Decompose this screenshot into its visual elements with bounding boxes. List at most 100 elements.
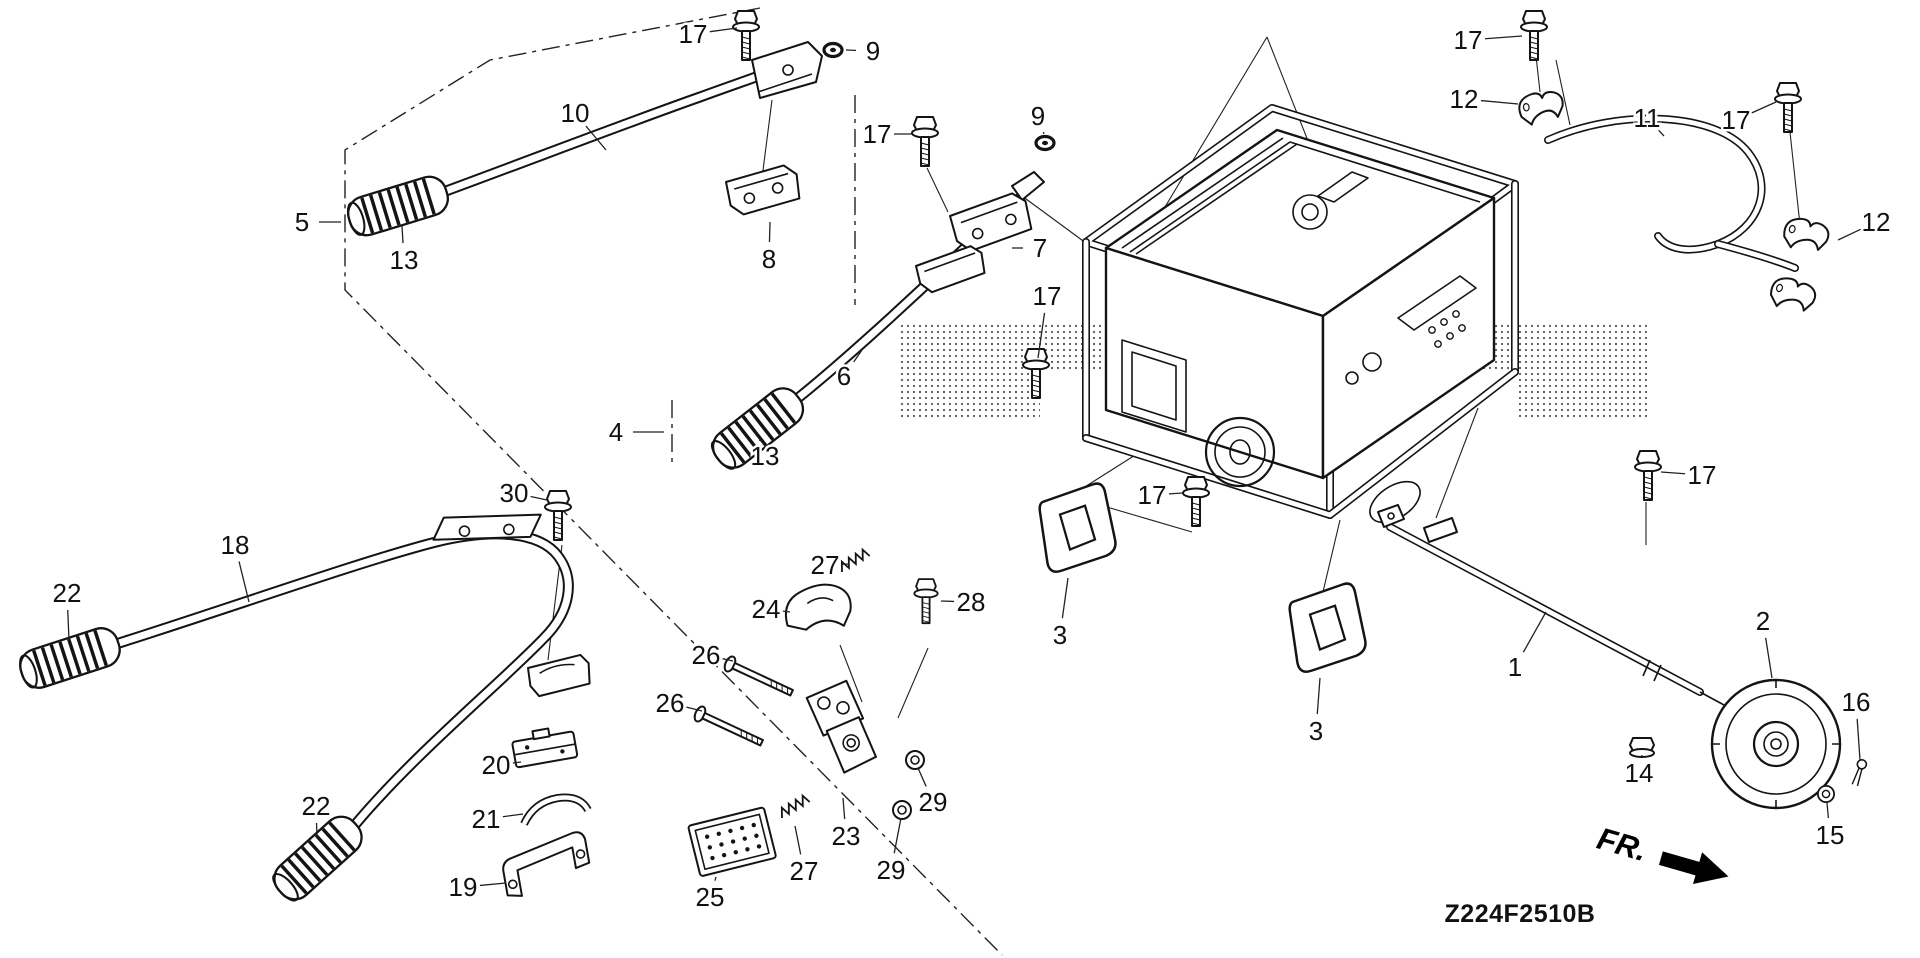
flange-nut (1629, 737, 1655, 758)
callout-label-1: 1 (1508, 652, 1522, 682)
callout-label-10: 10 (561, 98, 590, 128)
callout-label-17: 17 (1688, 460, 1717, 490)
callout-label-17: 17 (1454, 25, 1483, 55)
flange-bolt (1182, 476, 1210, 527)
spring (776, 793, 811, 819)
grommet (822, 41, 844, 59)
spring (836, 547, 871, 573)
handle-assembly-lower (14, 490, 592, 909)
callout-label-17: 17 (679, 19, 708, 49)
handle-grip (265, 807, 371, 909)
callout-leader (782, 610, 791, 613)
callout-label-30: 30 (500, 478, 529, 508)
callout-label-21: 21 (472, 804, 501, 834)
callout-label-27: 27 (811, 550, 840, 580)
callout-leader (768, 221, 771, 243)
callout-label-29: 29 (877, 855, 906, 885)
callout-leader (714, 876, 717, 881)
machine-screw (691, 703, 767, 751)
callout-label-25: 25 (696, 882, 725, 912)
callout-label-3: 3 (1309, 716, 1323, 746)
callout-label-26: 26 (656, 688, 685, 718)
handle-end-bracket (751, 41, 823, 99)
handle-grip (14, 622, 126, 694)
axle-end-tab (1377, 504, 1405, 528)
grommet (1034, 134, 1056, 152)
axle-bracket (1423, 517, 1458, 543)
callout-leader (842, 797, 846, 820)
pivot-bracket (527, 653, 591, 698)
callout-leader (585, 125, 607, 151)
callout-leader (1660, 471, 1686, 475)
flange-bolt (911, 116, 939, 167)
callout-leader (1658, 129, 1665, 137)
callout-label-13: 13 (390, 245, 419, 275)
flange-bolt (732, 10, 760, 61)
callout-leader (794, 825, 802, 855)
callout-leader (512, 761, 522, 764)
generator-side-face (1321, 196, 1496, 480)
callout-label-14: 14 (1625, 758, 1654, 788)
muffler (1369, 480, 1421, 524)
rear-pipe-assembly (1516, 10, 1832, 318)
callout-leader (1037, 312, 1046, 359)
linkage-parts (687, 547, 939, 877)
callout-label-9: 9 (1031, 101, 1045, 131)
feet-and-bolts (1038, 450, 1662, 673)
callout-label-3: 3 (1053, 620, 1067, 650)
front-arrow-icon (1658, 851, 1729, 884)
handle-under-bracket (502, 831, 591, 897)
callout-leader (1765, 637, 1773, 679)
callout-label-15: 15 (1816, 820, 1845, 850)
bracket-plate (915, 245, 986, 294)
callout-leader (67, 609, 70, 641)
callout-leader (1042, 131, 1045, 135)
engine-cover (1204, 416, 1276, 488)
fuel-filler-slot (1317, 171, 1369, 203)
handle-setting-bracket (725, 164, 801, 216)
callout-label-12: 12 (1450, 84, 1479, 114)
callout-label-22: 22 (53, 578, 82, 608)
callout-leader (1316, 677, 1321, 715)
flange-bolt (1774, 82, 1802, 133)
callout-leader (722, 658, 734, 662)
rubber-foot (1288, 582, 1367, 673)
callout-leader (479, 882, 507, 887)
callout-leader (401, 225, 404, 244)
callout-leader (1856, 718, 1861, 761)
callout-label-19: 19 (449, 872, 478, 902)
handle-assembly-upper (342, 10, 844, 242)
cotter-pin (1849, 757, 1869, 788)
handle-end-flat (1011, 171, 1045, 201)
fuel-cap (1292, 194, 1328, 230)
callout-label-17: 17 (1033, 281, 1062, 311)
callout-leader (853, 349, 863, 363)
flange-bolt (1634, 450, 1662, 501)
outlet (1362, 352, 1382, 372)
handle-grip (342, 170, 454, 242)
callout-leader (709, 27, 738, 33)
callout-label-26: 26 (692, 640, 721, 670)
callout-label-6: 6 (837, 361, 851, 391)
pipe-clamp (1779, 214, 1832, 257)
flange-bolt (544, 490, 572, 541)
callout-leader (1522, 611, 1547, 653)
callout-leader (893, 817, 902, 854)
lever-bracket (805, 679, 877, 774)
callout-label-9: 9 (866, 36, 880, 66)
callout-label-23: 23 (832, 821, 861, 851)
callout-leader (238, 561, 250, 603)
callout-label-16: 16 (1842, 687, 1871, 717)
callout-leader (1837, 228, 1861, 241)
callout-label-13: 13 (751, 441, 780, 471)
callout-label-5: 5 (295, 207, 309, 237)
callout-label-27: 27 (790, 856, 819, 886)
callout-label-22: 22 (302, 791, 331, 821)
axle-collar (1642, 659, 1662, 682)
pipe-clamp (1766, 272, 1820, 318)
callout-label-20: 20 (482, 750, 511, 780)
callout-label-4: 4 (609, 417, 623, 447)
